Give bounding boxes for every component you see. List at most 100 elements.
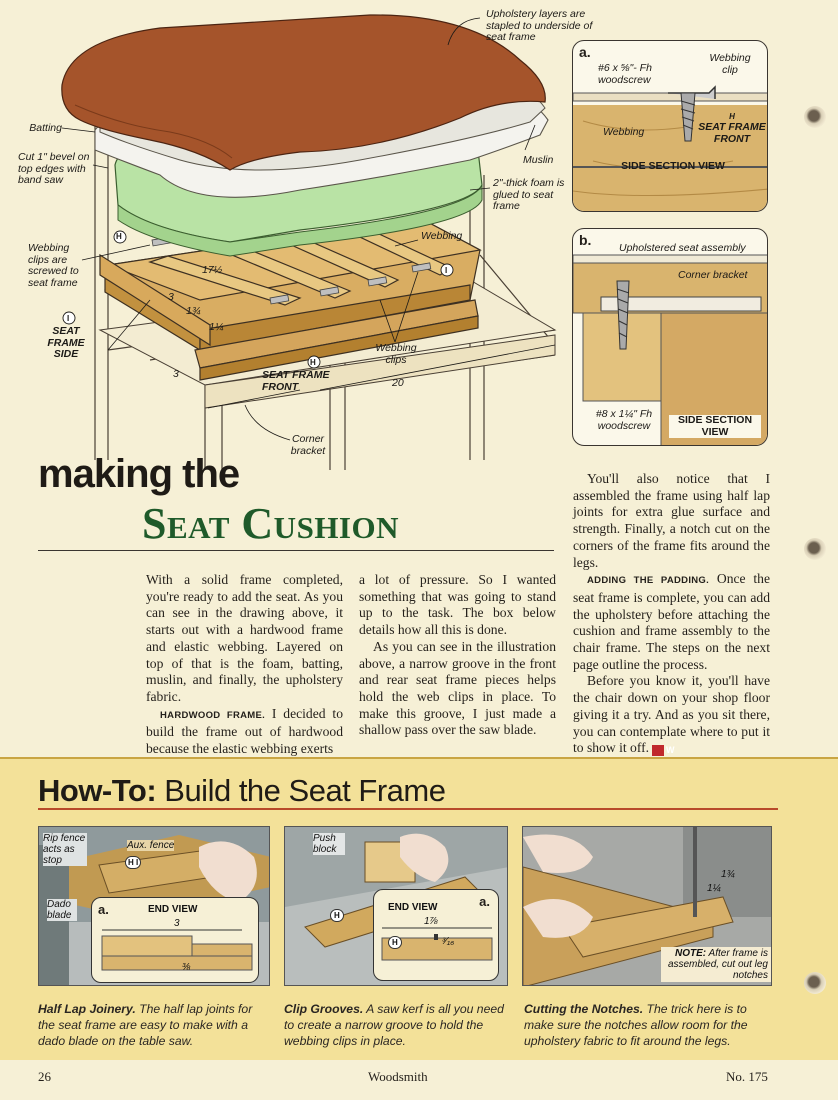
photo-3-drawing bbox=[523, 827, 771, 985]
photo-2-dim2: ³⁄₁₆ bbox=[442, 936, 455, 947]
col3-paragraph-2: ADDING THE PADDING. Once the seat frame … bbox=[573, 571, 770, 673]
label-muslin: Muslin bbox=[523, 154, 554, 166]
part-i-circle: I bbox=[445, 266, 448, 275]
photo-2-inset-drawing bbox=[381, 927, 493, 961]
caption-3-text: The trick here is to make sure the notch… bbox=[524, 1002, 748, 1048]
footer-page-number: 26 bbox=[38, 1069, 51, 1084]
detail-a-webbing: Webbing bbox=[603, 126, 645, 138]
dim-1-1-4: 1¼ bbox=[209, 321, 224, 333]
label-webbing-clips-screwed: Webbing clips are screwed to seat frame bbox=[28, 242, 79, 289]
dim-3: 3 bbox=[168, 291, 174, 303]
detail-a-part-h: H bbox=[729, 112, 735, 121]
photo-2-dim1: 1⅞ bbox=[424, 916, 438, 927]
detail-b-side-section: b. Upholstered seat assembly Corner brac… bbox=[572, 228, 768, 446]
photo-1-inset-drawing bbox=[101, 929, 253, 971]
col3-paragraph-2-text: Once the seat frame is complete, you can… bbox=[573, 571, 770, 672]
part-h-circle: H bbox=[116, 232, 122, 241]
photo-2-end-view-label: END VIEW bbox=[388, 902, 438, 913]
part-i-side-circle: I bbox=[67, 314, 70, 323]
photo-2-inset-tag: a. bbox=[479, 894, 490, 909]
photo-3-dim1: 1¾ bbox=[721, 869, 735, 880]
photo-half-lap-joinery: Rip fence acts as stop Aux. fence H I Da… bbox=[38, 826, 270, 986]
footer-issue-number: No. 175 bbox=[726, 1069, 768, 1084]
col1-paragraph-2-text: I decided to build the frame out of hard… bbox=[146, 705, 343, 757]
photo-2-push-block-label: Push block bbox=[313, 833, 345, 855]
photo-1-rip-fence-label: Rip fence acts as stop bbox=[43, 833, 87, 866]
article-column-1: With a solid frame completed, you're rea… bbox=[146, 572, 343, 758]
detail-a-tag: a. bbox=[579, 44, 591, 60]
label-batting: Batting bbox=[29, 122, 62, 134]
detail-b-view-label: SIDE SECTION VIEW bbox=[669, 414, 761, 438]
label-upholstery-layers: Upholstery layers are stapled to undersi… bbox=[486, 8, 593, 43]
detail-a-side-section: a. #6 x ⅝"- Fh woodscrew Webbing clip We… bbox=[572, 40, 768, 212]
headline-making-the: making the bbox=[38, 452, 240, 496]
howto-title-rule bbox=[38, 808, 778, 810]
binder-hole-bottom-icon bbox=[804, 972, 826, 994]
binder-hole-top-icon bbox=[804, 106, 826, 128]
howto-title-rest: Build the Seat Frame bbox=[156, 773, 446, 808]
caption-3-title: Cutting the Notches. bbox=[524, 1002, 644, 1016]
binder-hole-middle-icon bbox=[804, 538, 826, 560]
detail-a-woodscrew: #6 x ⅝"- Fh woodscrew bbox=[598, 62, 652, 86]
label-webbing-clips: Webbing clips bbox=[375, 342, 417, 366]
label-bevel: Cut 1" bevel on top edges with band saw bbox=[18, 151, 90, 186]
detail-b-corner-bracket: Corner bracket bbox=[678, 269, 748, 281]
exploded-view-drawing bbox=[61, 14, 557, 470]
photo-cutting-the-notches: 1¾ 1¼ NOTE: After frame is assembled, cu… bbox=[522, 826, 772, 986]
col3-paragraph-3: Before you know it, you'll have the chai… bbox=[573, 673, 770, 757]
dim-1-3-4: 1¾ bbox=[186, 305, 201, 317]
photo-2-end-view-inset: a. END VIEW 1⅞ ³⁄₁₆ H bbox=[373, 889, 499, 981]
headline-seat-cushion: Seat Cushion bbox=[142, 499, 399, 548]
col2-paragraph-2: As you can see in the illustration above… bbox=[359, 638, 556, 738]
photo-1-aux-fence-label: Aux. fence bbox=[127, 840, 175, 851]
howto-title-bold: How-To: bbox=[38, 773, 157, 808]
col1-paragraph-2: HARDWOOD FRAME. I decided to build the f… bbox=[146, 706, 343, 758]
caption-cutting-notches: Cutting the Notches. The trick here is t… bbox=[524, 1001, 774, 1049]
dim-20: 20 bbox=[392, 377, 404, 389]
photo-1-dim2: ⅜ bbox=[182, 962, 191, 973]
label-corner-bracket: Corner bracket bbox=[290, 433, 326, 457]
photo-clip-grooves: Push block H a. END VIEW 1⅞ ³⁄₁₆ H bbox=[284, 826, 508, 986]
photo-3-note-bold: NOTE: bbox=[675, 948, 707, 959]
detail-b-assembly: Upholstered seat assembly bbox=[619, 242, 746, 254]
headline-rule bbox=[38, 550, 554, 551]
photo-1-end-view-inset: a. END VIEW 3 ⅜ bbox=[91, 897, 259, 983]
article-column-2: a lot of pressure. So I wanted something… bbox=[359, 572, 556, 739]
caption-2-text: A saw kerf is all you need to create a n… bbox=[284, 1002, 504, 1048]
runin-hardwood-frame: HARDWOOD FRAME. bbox=[160, 709, 266, 721]
seat-cushion-exploded-illustration: Upholstery layers are stapled to undersi… bbox=[0, 0, 838, 470]
label-seat-frame-side: SEAT FRAME SIDE bbox=[47, 325, 85, 360]
col3-paragraph-3-text: Before you know it, you'll have the chai… bbox=[573, 673, 770, 756]
col2-paragraph-1: a lot of pressure. So I wanted something… bbox=[359, 572, 556, 638]
detail-a-seat-frame-front: SEAT FRAME FRONT bbox=[698, 121, 766, 145]
footer-magazine-name: Woodsmith bbox=[368, 1069, 428, 1084]
article-column-3: You'll also notice that I assembled the … bbox=[573, 471, 770, 757]
photo-3-note: NOTE: After frame is assembled, cut out … bbox=[661, 947, 771, 982]
col1-paragraph-1: With a solid frame completed, you're rea… bbox=[146, 572, 343, 704]
photo-3-note-text: After frame is assembled, cut out leg no… bbox=[667, 948, 768, 981]
caption-1-text: The half lap joints for the seat frame a… bbox=[38, 1002, 253, 1048]
detail-a-webbing-clip: Webbing clip bbox=[709, 52, 751, 76]
dim-17-1-2: 17½ bbox=[202, 264, 223, 276]
caption-2-title: Clip Grooves. bbox=[284, 1002, 364, 1016]
detail-a-view-label: SIDE SECTION VIEW bbox=[621, 160, 725, 172]
label-foam: 2"-thick foam is glued to seat frame bbox=[493, 177, 565, 212]
label-seat-frame-front: SEAT FRAME FRONT bbox=[262, 369, 330, 393]
photo-2-part-h: H bbox=[330, 909, 344, 922]
caption-half-lap-joinery: Half Lap Joinery. The half lap joints fo… bbox=[38, 1001, 270, 1049]
photo-1-parts-label: H I bbox=[125, 856, 142, 869]
detail-b-tag: b. bbox=[579, 232, 592, 248]
col3-paragraph-1: You'll also notice that I assembled the … bbox=[573, 471, 770, 570]
photo-2-inset-part-h: H bbox=[388, 936, 402, 949]
part-h-front-circle: H bbox=[310, 358, 316, 367]
label-webbing: Webbing bbox=[421, 230, 463, 242]
photo-3-dim2: 1¼ bbox=[707, 883, 721, 894]
photo-1-end-view-label: END VIEW bbox=[148, 904, 198, 915]
dim-3-front: 3 bbox=[173, 368, 179, 380]
photo-1-inset-tag: a. bbox=[98, 902, 109, 917]
photo-1-dado-label: Dado blade bbox=[47, 899, 77, 921]
photo-1-dim: 3 bbox=[174, 918, 180, 929]
runin-adding-the-padding: ADDING THE PADDING. bbox=[587, 575, 710, 587]
howto-title: How-To: Build the Seat Frame bbox=[38, 773, 446, 809]
